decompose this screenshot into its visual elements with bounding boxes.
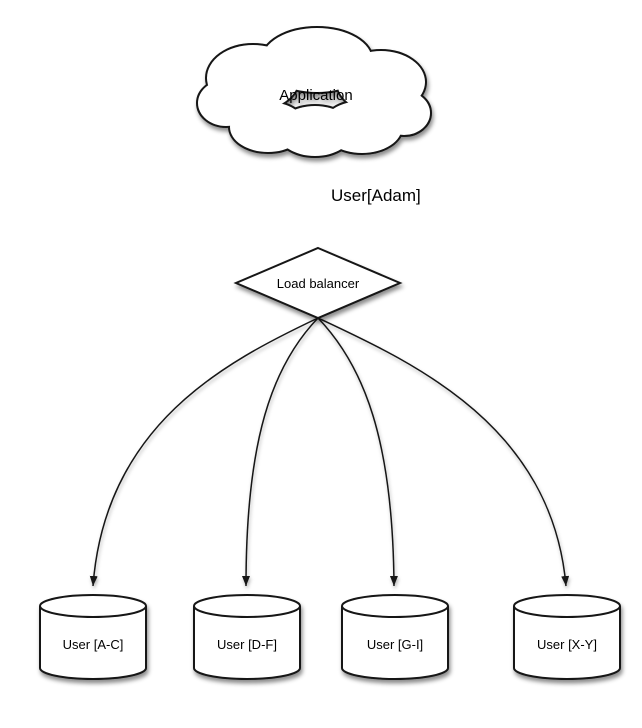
load-balancer-node-label: Load balancer <box>277 276 360 291</box>
db-node-shard-ac: User [A-C] <box>39 594 147 680</box>
application-cloud-node: Application <box>196 26 432 158</box>
shard-gi-label: User [G-I] <box>367 637 423 652</box>
database-cylinder-rim <box>193 605 301 618</box>
database-cylinder-rim <box>39 605 147 618</box>
edge-app-to-lb-label: User[Adam] <box>331 186 421 205</box>
shard-ac-label: User [A-C] <box>63 637 124 652</box>
diamond-icon <box>233 246 403 320</box>
edge-lb-to-shard-ac <box>89 317 319 587</box>
load-balancer-node: Load balancer <box>233 246 403 320</box>
shard-df-label: User [D-F] <box>217 637 277 652</box>
database-cylinder-rim <box>341 605 449 618</box>
database-cylinder-rim <box>513 605 621 618</box>
edges-load-balancer-to-shards <box>89 317 570 587</box>
edge-lb-to-shard-df <box>242 317 319 587</box>
edge-lb-to-shard-gi <box>317 317 398 587</box>
db-node-shard-df: User [D-F] <box>193 594 301 680</box>
db-node-shard-gi: User [G-I] <box>341 594 449 680</box>
application-node-label: Application <box>279 87 352 104</box>
edge-lb-to-shard-xy <box>317 317 570 587</box>
db-node-shard-xy: User [X-Y] <box>513 594 621 680</box>
shard-xy-label: User [X-Y] <box>537 637 597 652</box>
